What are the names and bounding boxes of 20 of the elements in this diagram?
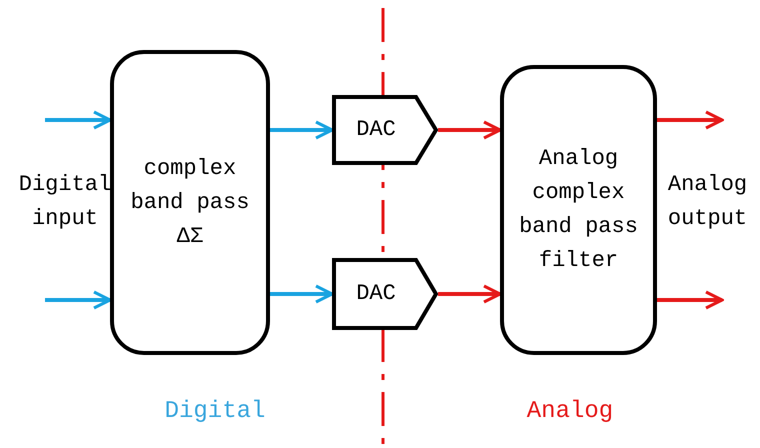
- node-text: Analog complex band pass filter: [518, 145, 639, 275]
- arrow: [657, 290, 724, 310]
- arrow: [438, 120, 502, 140]
- arrow: [45, 110, 112, 130]
- node-text: DAC: [356, 280, 396, 308]
- arrow: [270, 120, 334, 140]
- process-box: [110, 50, 270, 355]
- dac-block: [332, 258, 438, 330]
- node-text: DAC: [356, 116, 396, 144]
- arrow: [45, 290, 112, 310]
- arrow: [438, 284, 502, 304]
- arrow: [657, 110, 724, 130]
- io-label: Digital input: [18, 171, 112, 233]
- process-box: [500, 65, 657, 355]
- domain-label: Digital: [164, 397, 266, 427]
- dac-block: [332, 95, 438, 165]
- domain-label: Analog: [526, 397, 614, 427]
- io-label: Analog output: [666, 171, 748, 233]
- arrow: [270, 284, 334, 304]
- node-text: complex band pass ΔΣ: [130, 154, 250, 250]
